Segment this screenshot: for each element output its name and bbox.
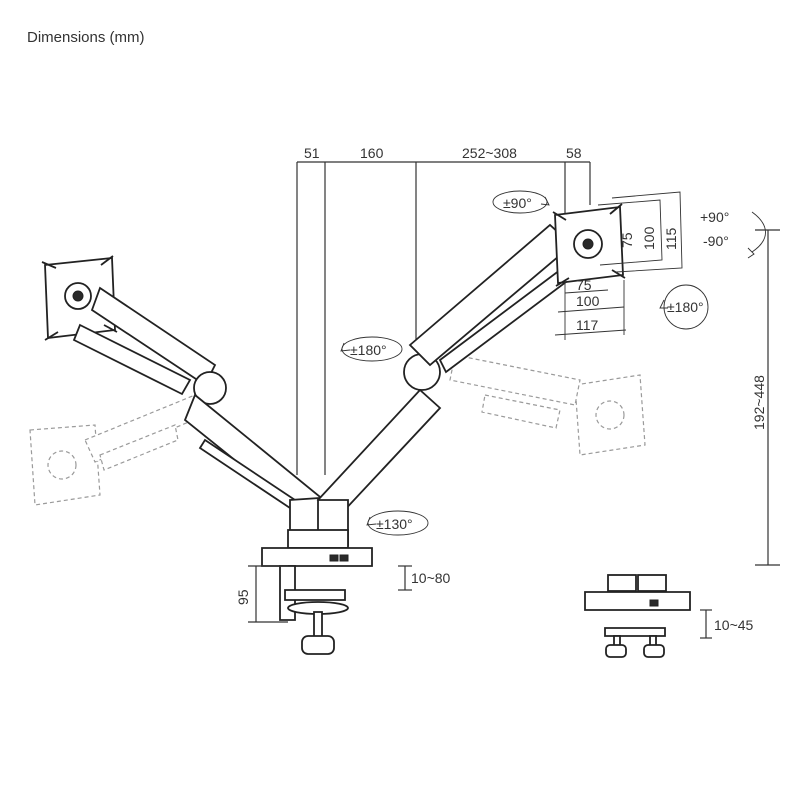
rotation-90-callout (492, 190, 550, 214)
vesa-75-vertical-label: 75 (619, 232, 635, 248)
vesa-75-horizontal-label: 75 (576, 277, 592, 293)
height-range-label: 192~448 (751, 375, 767, 430)
plate-117-label: 117 (576, 317, 599, 333)
dim-160-label: 160 (360, 145, 384, 161)
rotation-90-label: ±90° (503, 195, 532, 211)
grommet-base (584, 574, 691, 658)
desk-clamp-base (261, 529, 373, 655)
right-upper-arm (408, 223, 574, 374)
clamp-range-dimension (398, 565, 412, 591)
dim-58-label: 58 (566, 145, 582, 161)
dim-252-308-label: 252~308 (462, 145, 517, 161)
height-dimension-line (755, 229, 780, 566)
grommet-range-dimension (700, 609, 712, 639)
left-lower-arm (183, 393, 332, 546)
ghost-left-monitor (29, 394, 206, 506)
tilt-up-label: +90° (700, 209, 729, 225)
swivel-180-mid-callout (340, 336, 403, 362)
swivel-130-callout (366, 510, 429, 536)
swivel-180-mid-label: ±180° (350, 342, 387, 358)
tilt-down-label: -90° (703, 233, 729, 249)
swivel-180-right-callout (659, 284, 709, 330)
top-dimension-lines (296, 161, 591, 475)
vesa-dimension-lines (554, 191, 683, 340)
dim-51-label: 51 (304, 145, 320, 161)
pole-height-label: 95 (235, 589, 251, 605)
vesa-100-horizontal-label: 100 (576, 293, 600, 309)
left-upper-arm (72, 286, 227, 405)
tilt-arrow (747, 211, 766, 259)
plate-115-label: 115 (663, 227, 679, 250)
grommet-range-label: 10~45 (714, 617, 754, 633)
ghost-right-monitor (449, 354, 646, 456)
pole-height-dimension (248, 565, 288, 623)
vesa-100-vertical-label: 100 (641, 226, 657, 250)
clamp-range-label: 10~80 (411, 570, 451, 586)
swivel-180-right-label: ±180° (667, 299, 704, 315)
right-vesa-plate (552, 203, 626, 287)
swivel-130-label: ±130° (376, 516, 413, 532)
diagram-title: Dimensions (mm) (27, 29, 145, 46)
left-vesa-plate (41, 255, 118, 341)
